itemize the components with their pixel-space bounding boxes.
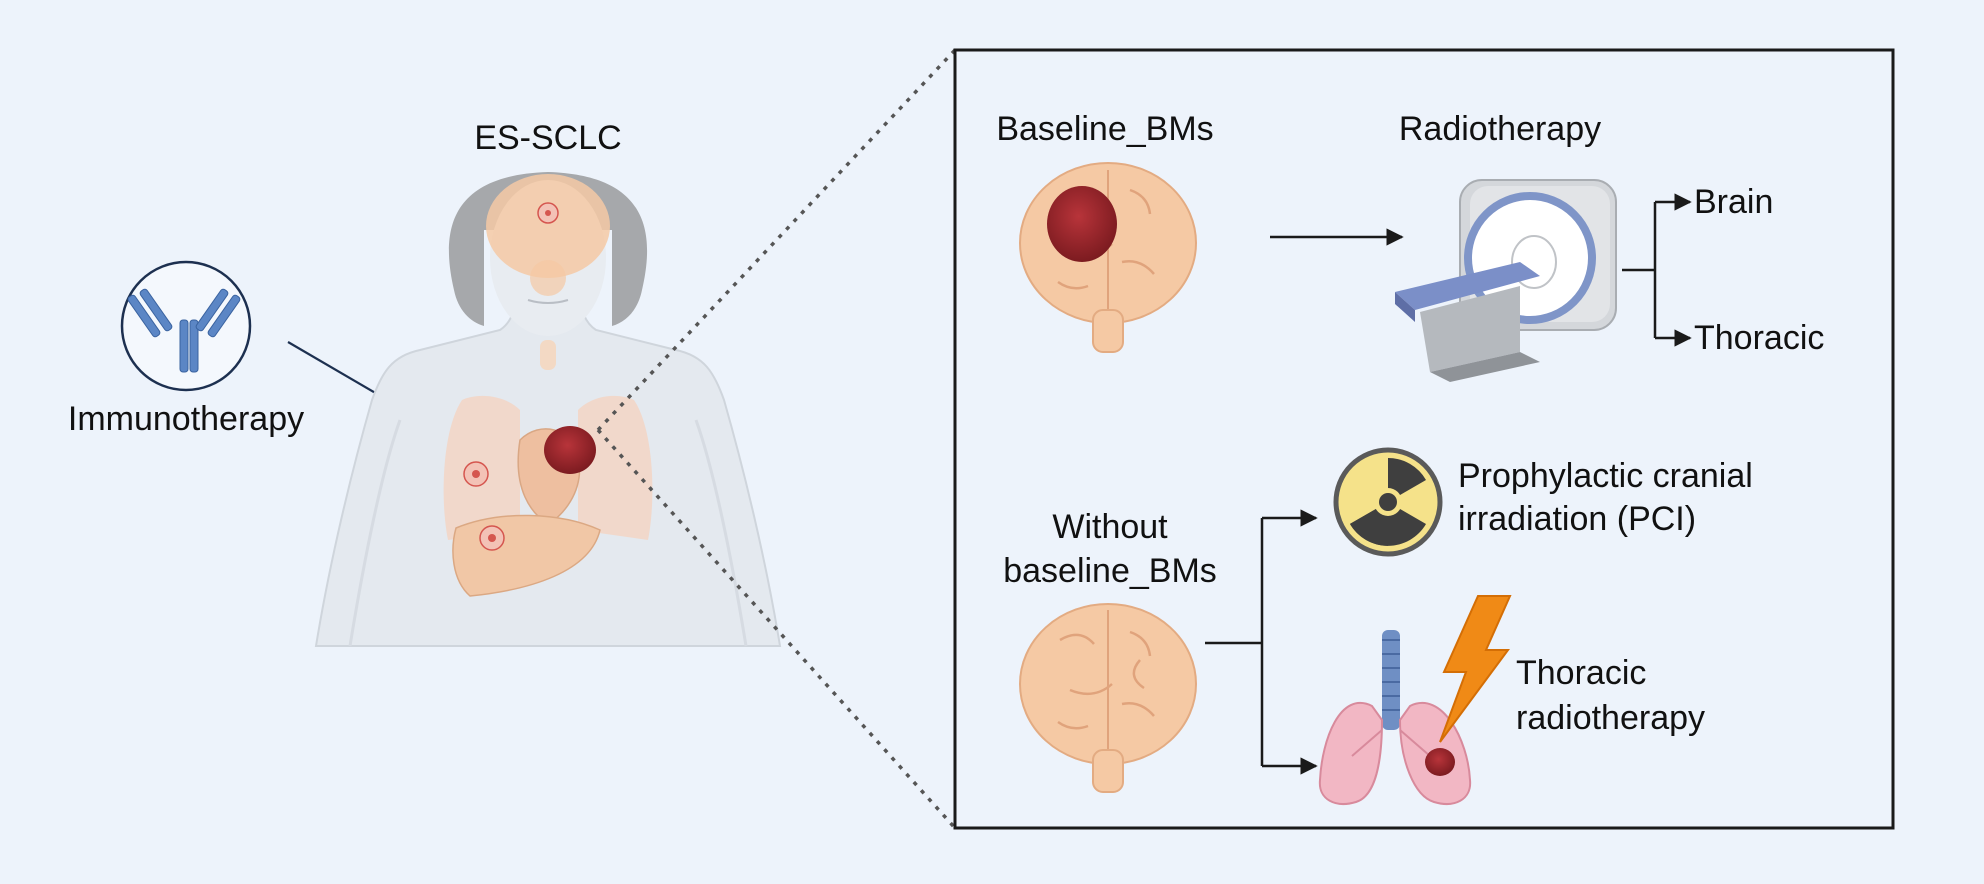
zoom-line-bottom bbox=[596, 428, 957, 830]
radiotherapy-label: Radiotherapy bbox=[1398, 110, 1602, 148]
thoracic-radiotherapy-label-line1: Thoracic bbox=[1516, 654, 1647, 692]
baseline-bms-label: Baseline_BMs bbox=[996, 110, 1214, 148]
without-bms-label-line1: Without bbox=[1052, 508, 1168, 546]
thoracic-radiotherapy-label-line2: radiotherapy bbox=[1516, 699, 1706, 737]
target-brain-label: Brain bbox=[1694, 183, 1774, 221]
immunotherapy-label: Immunotherapy bbox=[67, 400, 305, 438]
antibody-icon bbox=[120, 260, 252, 392]
brain-icon bbox=[1019, 603, 1197, 793]
without-bms-label-line2: baseline_BMs bbox=[1003, 552, 1217, 590]
radiation-icon bbox=[1333, 447, 1443, 557]
mri-scanner-icon bbox=[1395, 179, 1617, 382]
target-thoracic-label: Thoracic bbox=[1694, 319, 1825, 357]
brain-with-metastasis-icon bbox=[1019, 162, 1197, 353]
pci-label-line1: Prophylactic cranial bbox=[1458, 457, 1753, 495]
lungs-icon bbox=[1318, 630, 1472, 805]
human-body-icon bbox=[314, 172, 782, 647]
es-sclc-title: ES-SCLC bbox=[474, 119, 622, 157]
lightning-icon bbox=[1439, 595, 1512, 743]
zoom-line-top bbox=[596, 48, 957, 432]
pci-label-line2: irradiation (PCI) bbox=[1458, 500, 1697, 538]
